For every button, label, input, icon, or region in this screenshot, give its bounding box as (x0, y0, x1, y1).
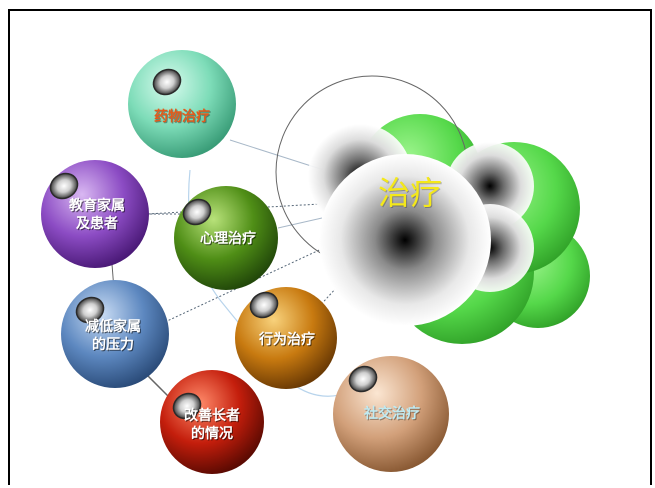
center-label: 治疗 (377, 174, 443, 212)
node-education-line2: 及患者 (76, 216, 118, 232)
node-improve-label: 改善长者 的情况 (184, 407, 240, 443)
node-pressure-label: 减低家属 的压力 (85, 318, 141, 354)
gloss-icon (182, 198, 212, 226)
node-improve-line1: 改善长者 (184, 408, 240, 424)
connector-psy-center (277, 217, 323, 229)
gloss-icon (75, 296, 105, 324)
gloss-icon (249, 291, 279, 319)
gloss-icon (348, 365, 378, 393)
connector-pressure-improve (145, 373, 171, 399)
gloss-icon (49, 172, 79, 200)
node-behavior-label: 行为治疗 (259, 332, 315, 348)
slide-frame (8, 9, 652, 485)
gloss-icon (152, 68, 182, 96)
node-drug-label: 药物治疗 (154, 109, 210, 125)
node-improve-line2: 的情况 (191, 426, 233, 442)
grey-sphere-center (319, 154, 491, 326)
node-pressure-line1: 减低家属 (85, 319, 141, 335)
node-social-label: 社交治疗 (364, 406, 420, 422)
node-drug-sphere (128, 50, 236, 158)
gloss-icon (172, 392, 202, 420)
connector-edu-center (147, 203, 321, 215)
gloss-badges (49, 68, 378, 420)
node-education-line1: 教育家属 (69, 198, 125, 214)
node-pressure-line2: 的压力 (92, 337, 134, 353)
grey-spheres (308, 124, 534, 326)
node-psych-label: 心理治疗 (200, 231, 256, 247)
node-education-label: 教育家属 及患者 (69, 197, 125, 233)
